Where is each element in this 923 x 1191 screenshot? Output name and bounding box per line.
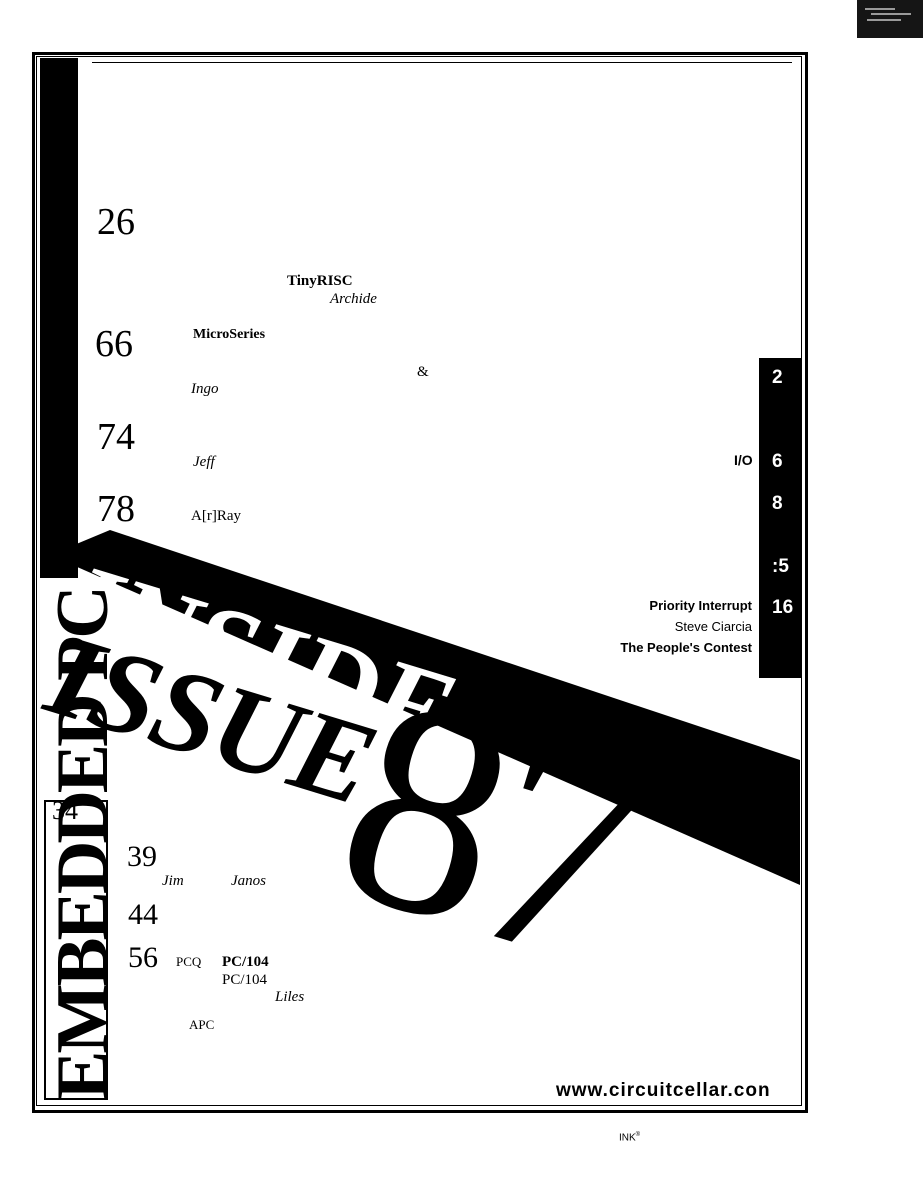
ink-mark: INK® bbox=[619, 1132, 641, 1144]
embedded-number: 44 bbox=[128, 898, 158, 931]
ingo-label: Ingo bbox=[191, 381, 219, 397]
pc104-label: PC/104 bbox=[222, 972, 268, 988]
corner-mark bbox=[857, 0, 923, 38]
microseries-label: MicroSeries bbox=[193, 327, 266, 342]
department-number: :5 bbox=[772, 556, 789, 577]
pc104-bold-label: PC/104 bbox=[222, 954, 269, 970]
jim-label: Jim bbox=[162, 873, 184, 889]
website-url[interactable]: www.circuitcellar.con bbox=[556, 1080, 771, 1101]
array-label: A[r]Ray bbox=[191, 508, 241, 524]
priority-interrupt-title: Priority Interrupt bbox=[649, 598, 752, 613]
department-number: 6 bbox=[772, 451, 783, 472]
department-number: 8 bbox=[772, 493, 783, 514]
embedded-pc-box bbox=[44, 800, 108, 1100]
janos-label: Janos bbox=[231, 873, 266, 889]
archide-label: Archide bbox=[330, 291, 377, 307]
embedded-number: 34 bbox=[52, 796, 78, 825]
embedded-number: 39 bbox=[127, 840, 157, 873]
feature-number: 26 bbox=[97, 201, 135, 243]
embedded-number: 56 bbox=[128, 941, 158, 974]
liles-label: Liles bbox=[275, 989, 305, 1005]
right-black-bar bbox=[759, 358, 802, 678]
pcq-label: PCQ bbox=[176, 954, 202, 969]
priority-interrupt-subtitle: The People's Contest bbox=[620, 640, 752, 655]
feature-number: 74 bbox=[97, 416, 135, 458]
left-black-bar bbox=[40, 58, 78, 578]
feature-number: 78 bbox=[97, 488, 135, 530]
priority-interrupt-author: Steve Ciarcia bbox=[674, 619, 752, 634]
apc-label: APC bbox=[189, 1017, 215, 1032]
ampersand: & bbox=[417, 364, 429, 380]
embedded-pc-label: EMBEDDED PC bbox=[42, 588, 124, 1100]
jeff-label: Jeff bbox=[193, 454, 215, 470]
page-frame bbox=[32, 52, 808, 1113]
department-number: 2 bbox=[772, 367, 783, 388]
department-number: 16 bbox=[772, 597, 794, 618]
io-label: I/O bbox=[734, 452, 753, 468]
tinyrisc-label: TinyRISC bbox=[287, 273, 353, 289]
top-rule bbox=[92, 62, 792, 63]
feature-number: 66 bbox=[95, 323, 133, 365]
